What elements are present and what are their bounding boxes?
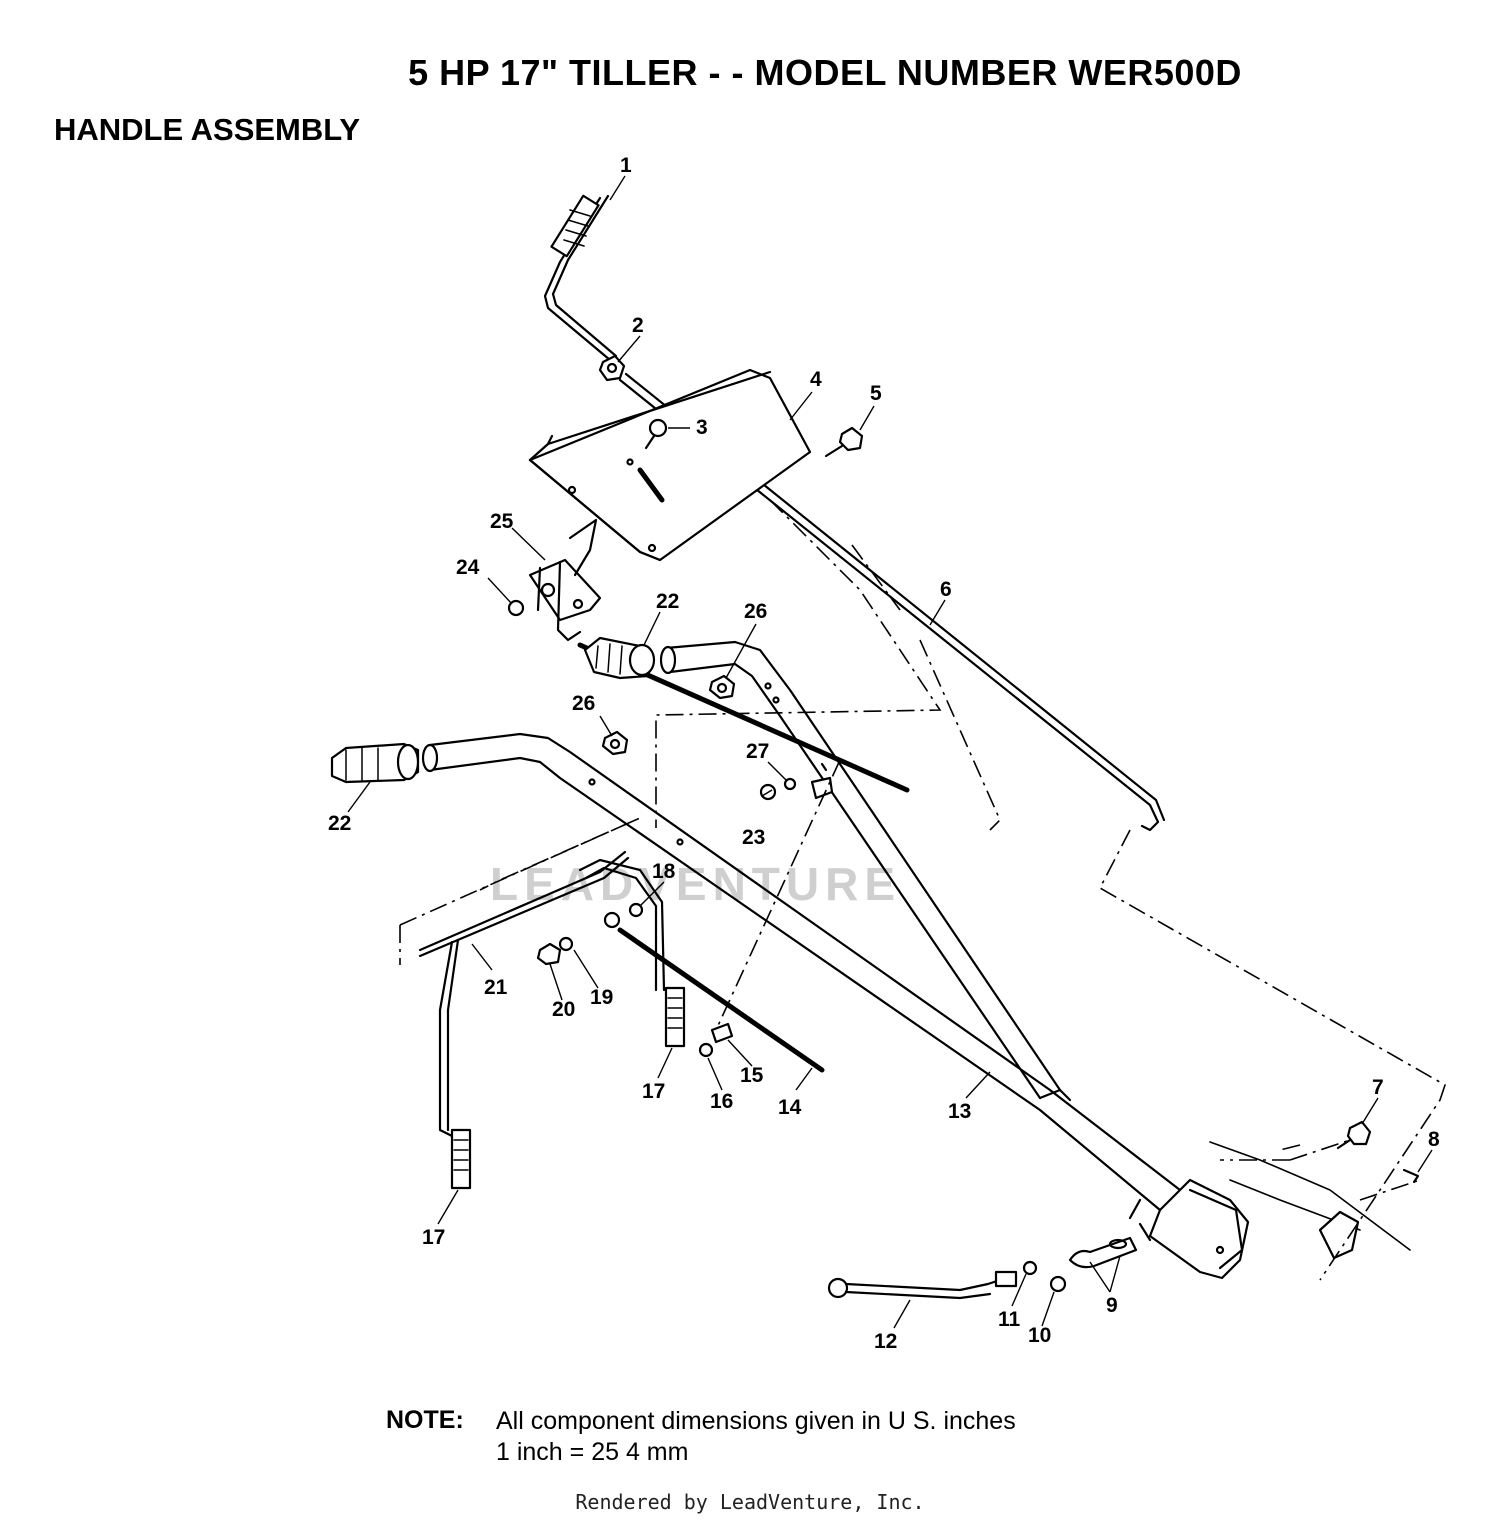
note-text: All component dimensions given in U S. i…	[496, 1406, 1016, 1468]
callout-17-right: 17	[642, 1080, 665, 1103]
part-drive-cable	[617, 927, 825, 1073]
note-line-2: 1 inch = 25 4 mm	[496, 1438, 689, 1466]
callout-12: 12	[874, 1330, 897, 1353]
page-title: 5 HP 17" TILLER - - MODEL NUMBER WER500D	[408, 52, 1242, 93]
part-handlebar-right-arm	[659, 640, 1062, 1100]
part-pin-8	[1402, 1168, 1420, 1184]
note-block: NOTE: All component dimensions given in U…	[386, 1406, 1016, 1468]
part-transmission-housing	[1209, 1141, 1411, 1260]
assembly-outline-lines	[399, 499, 1446, 1281]
callout-9: 9	[1106, 1294, 1118, 1317]
part-bolt-5	[824, 426, 864, 458]
note-label: NOTE:	[386, 1406, 464, 1434]
part-handlebar-main	[421, 732, 1182, 1212]
part-handle-mount	[1128, 1178, 1250, 1280]
callout-24: 24	[456, 556, 480, 579]
part-grip-upper	[583, 636, 656, 680]
callout-17-left: 17	[422, 1226, 445, 1249]
part-cable-clip	[698, 1022, 734, 1058]
callout-19: 19	[590, 986, 613, 1009]
callout-2: 2	[632, 314, 644, 337]
part-nut-26-upper	[708, 674, 736, 700]
callout-16: 16	[710, 1090, 733, 1113]
callout-8: 8	[1428, 1128, 1440, 1151]
part-long-rod	[618, 372, 1166, 832]
callout-10: 10	[1028, 1324, 1051, 1347]
callout-4: 4	[810, 368, 822, 391]
callout-27: 27	[746, 740, 769, 763]
callout-21: 21	[484, 976, 508, 999]
callout-22-left: 22	[328, 812, 351, 835]
part-shift-rod	[543, 194, 622, 374]
callout-6: 6	[940, 578, 952, 601]
section-subtitle: HANDLE ASSEMBLY	[54, 112, 361, 147]
part-shift-plate	[1068, 1236, 1138, 1269]
footer-credit: Rendered by LeadVenture, Inc.	[575, 1490, 925, 1514]
part-nut-26-lower	[601, 730, 629, 756]
callout-13: 13	[948, 1100, 971, 1123]
part-screw-3	[644, 418, 668, 450]
callout-22-upper: 22	[656, 590, 679, 613]
callout-11: 11	[998, 1308, 1021, 1331]
leader-lines	[347, 175, 1433, 1329]
callout-5: 5	[870, 382, 882, 405]
callout-1: 1	[620, 154, 632, 177]
part-grip-left	[330, 742, 420, 784]
watermark-text: LEADVENTURE	[490, 858, 901, 910]
callout-15: 15	[740, 1064, 764, 1087]
callout-18: 18	[652, 860, 676, 883]
callout-3: 3	[696, 416, 708, 439]
callout-20: 20	[552, 998, 575, 1021]
callout-7: 7	[1372, 1076, 1384, 1099]
part-drive-lever	[578, 858, 686, 1048]
part-washer-nut-lower	[536, 936, 574, 966]
callout-26-upper: 26	[744, 600, 767, 623]
callout-26-lower: 26	[572, 692, 595, 715]
callout-23: 23	[742, 826, 765, 849]
part-washer-nut	[1022, 1260, 1067, 1293]
part-shift-lever	[827, 1270, 1018, 1300]
callout-25: 25	[490, 510, 514, 533]
callout-14: 14	[778, 1096, 802, 1119]
part-hardware-27-23	[759, 762, 834, 801]
part-nut-24	[507, 599, 525, 617]
callout-numbers: 1 2 3 4 5 6 7 8 9 10 11 12 13 14 15 16 1…	[328, 154, 1440, 1353]
part-bracket	[528, 518, 602, 642]
part-control-panel	[528, 368, 812, 562]
part-bolt-7	[1336, 1120, 1372, 1150]
note-line-1: All component dimensions given in U S. i…	[496, 1407, 1016, 1435]
